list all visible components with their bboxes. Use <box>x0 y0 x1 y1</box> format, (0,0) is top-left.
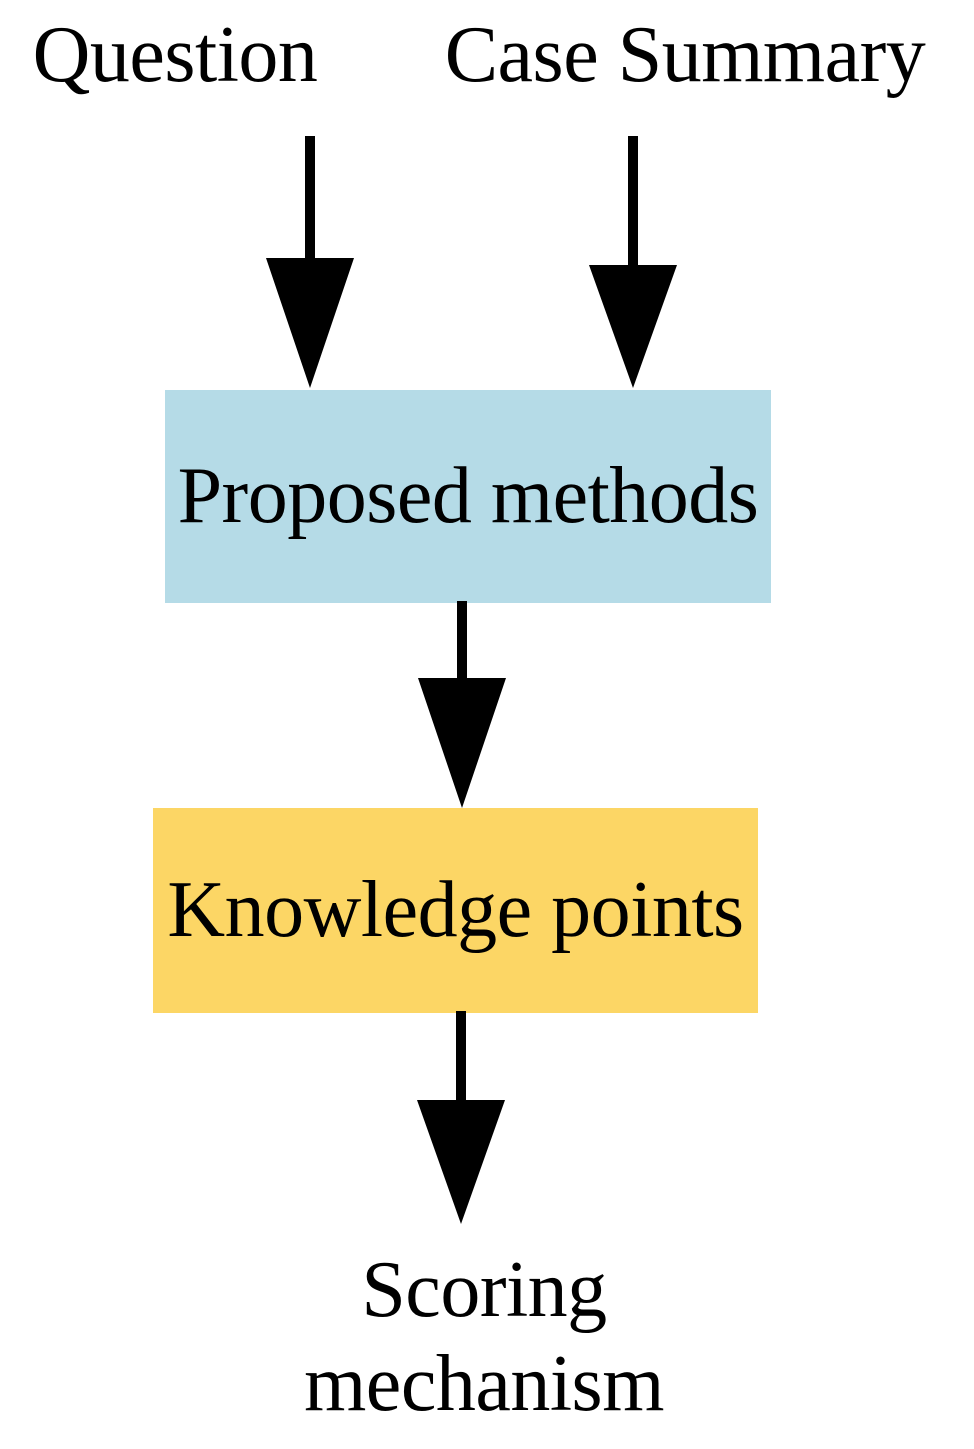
edge-case-summary-to-proposed-methods-arrow <box>589 136 677 388</box>
node-scoring-mechanism-label: Scoring mechanism <box>304 1246 664 1429</box>
node-knowledge-points-box: Knowledge points <box>153 808 758 1013</box>
node-proposed-methods-label: Proposed methods <box>177 452 759 541</box>
edge-question-to-proposed-methods-arrow <box>266 136 354 388</box>
node-question-label: Question <box>32 11 318 99</box>
node-case-summary-label: Case Summary <box>444 11 926 99</box>
node-knowledge-points-label: Knowledge points <box>167 866 744 955</box>
node-proposed-methods-box: Proposed methods <box>165 390 771 603</box>
edge-proposed-methods-to-knowledge-points-arrow <box>418 601 506 808</box>
edge-knowledge-points-to-scoring-mechanism-arrow <box>417 1011 505 1224</box>
